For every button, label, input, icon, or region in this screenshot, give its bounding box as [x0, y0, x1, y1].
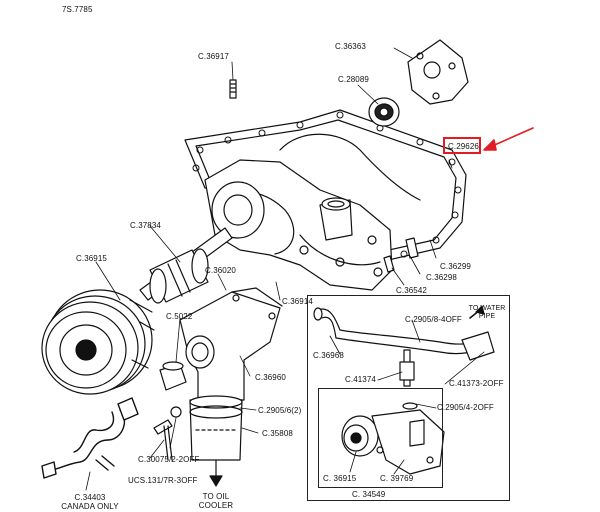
- pump-shaft: [139, 227, 233, 304]
- label-c36020: C.36020: [205, 266, 236, 275]
- label-c36917: C.36917: [198, 52, 229, 61]
- pulley: [41, 289, 155, 395]
- elbow-pipe: [179, 287, 283, 401]
- label-to-oil: TO OIL: [202, 492, 230, 501]
- label-cooler: COOLER: [198, 501, 234, 510]
- label-c35808: C.35808: [262, 429, 293, 438]
- label-c36960: C.36960: [255, 373, 286, 382]
- label-c36915: C.36915: [76, 254, 107, 263]
- label-c34549: C. 34549: [352, 490, 386, 499]
- label-pipe: PIPE: [478, 313, 496, 320]
- dowels: [383, 237, 419, 273]
- label-c29626: C.29626: [448, 142, 479, 151]
- seal: [368, 97, 400, 127]
- label-ucs131-7r-3off: UCS.131/7R-3OFF: [128, 476, 198, 485]
- inset-pipe: [313, 305, 495, 410]
- plug: [159, 361, 187, 391]
- label-c2905-4-2off: C.2905/4-2OFF: [437, 403, 494, 412]
- inset-pump-box: [318, 388, 443, 488]
- label-c2905-8-4off: C.2905/8-4OFF: [405, 315, 462, 324]
- label-c39769: C. 39769: [380, 474, 414, 483]
- water-pump-body: [204, 159, 393, 291]
- leader-lines: [85, 47, 485, 491]
- label-c36299: C.36299: [440, 262, 471, 271]
- label-c36914: C.36914: [282, 297, 313, 306]
- inset-pump: [341, 409, 445, 475]
- label-c36363: C.36363: [335, 42, 366, 51]
- highlight-box: [443, 137, 481, 154]
- label-c41374: C.41374: [345, 375, 376, 384]
- bolts: [153, 406, 182, 461]
- label-to-water: TO WATER: [468, 305, 506, 312]
- label-c36915-inset: C. 36915: [323, 474, 357, 483]
- label-c30075-2-off: C.30075/2-2OFF: [138, 455, 200, 464]
- label-c5022: C.5022: [166, 312, 193, 321]
- label-c28089: C.28089: [338, 75, 369, 84]
- label-c37834: C.37834: [130, 221, 161, 230]
- label-c41373-2off: C.41373-2OFF: [449, 379, 504, 388]
- label-c34403: C.34403: [74, 493, 106, 502]
- document-id: 7S.7785: [62, 5, 93, 14]
- label-c2905-6-2: C.2905/6(2): [258, 406, 302, 415]
- label-c36968: C.36968: [313, 351, 344, 360]
- thermostat-housing: [407, 39, 469, 105]
- inset-box: [307, 295, 510, 501]
- heater-cable: [41, 397, 139, 479]
- label-c36298: C.36298: [426, 273, 457, 282]
- label-c36542: C.36542: [396, 286, 427, 295]
- label-canada-only: CANADA ONLY: [61, 502, 119, 511]
- hose: [189, 395, 243, 487]
- pin: [229, 79, 237, 99]
- red-arrow: [483, 127, 534, 151]
